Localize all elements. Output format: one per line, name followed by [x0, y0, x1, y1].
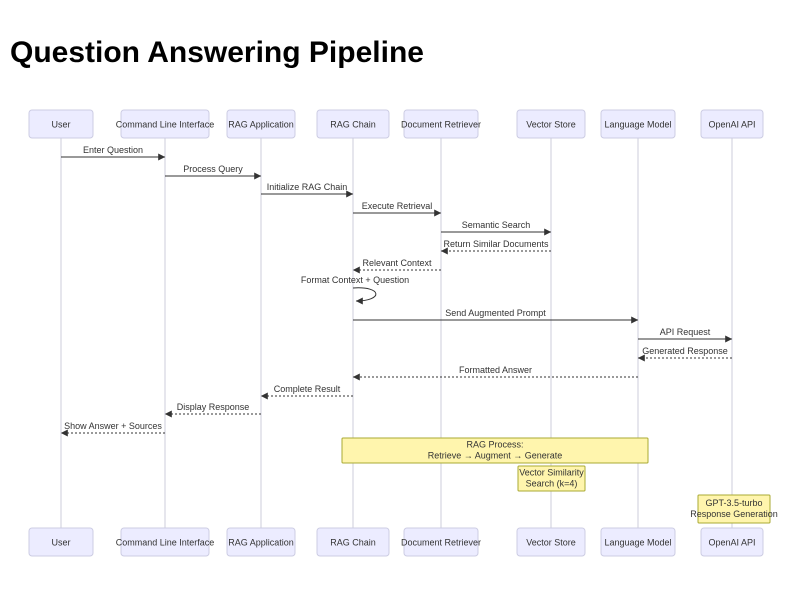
actor-label-top-command-line-interface: Command Line Interface	[116, 119, 215, 129]
actor-label-bottom-command-line-interface: Command Line Interface	[116, 537, 215, 547]
actor-box-bottom-rag-chain	[316, 527, 390, 557]
message-format-context-question-line	[352, 287, 377, 305]
actor-label-bottom-document-retriever: Document Retriever	[401, 537, 481, 547]
message-execute-retrieval-label: Execute Retrieval	[362, 201, 433, 211]
actor-label-top-openai-api: OpenAI API	[708, 119, 755, 129]
note-line: Retrieve → Augment → Generate	[428, 450, 563, 460]
message-process-query-label: Process Query	[183, 164, 243, 174]
actor-box-bottom-openai-api	[700, 527, 764, 557]
actor-label-bottom-openai-api: OpenAI API	[708, 537, 755, 547]
actor-label-top-user: User	[51, 119, 70, 129]
actor-box-bottom-vector-store	[516, 527, 586, 557]
note-line: GPT-3.5-turbo	[705, 498, 762, 508]
actor-box-top-openai-api	[700, 109, 764, 139]
actor-box-top-command-line-interface	[120, 109, 210, 139]
note-gpt-3-5-turbo	[697, 494, 771, 524]
note-line: Search (k=4)	[526, 478, 578, 488]
actor-label-top-vector-store: Vector Store	[526, 119, 576, 129]
actor-box-bottom-user	[28, 527, 94, 557]
message-send-augmented-prompt-label: Send Augmented Prompt	[445, 308, 546, 318]
message-return-similar-documents-label: Return Similar Documents	[443, 239, 549, 249]
actor-box-bottom-command-line-interface	[120, 527, 210, 557]
actor-label-top-rag-application: RAG Application	[228, 119, 294, 129]
message-formatted-answer-label: Formatted Answer	[459, 365, 532, 375]
message-relevant-context-label: Relevant Context	[362, 258, 432, 268]
message-display-response-label: Display Response	[177, 402, 250, 412]
message-generated-response-label: Generated Response	[642, 346, 728, 356]
message-show-answer-sources-label: Show Answer + Sources	[64, 421, 162, 431]
actor-box-top-document-retriever	[403, 109, 479, 139]
message-initialize-rag-chain-label: Initialize RAG Chain	[267, 182, 348, 192]
actor-label-top-language-model: Language Model	[604, 119, 671, 129]
message-complete-result-label: Complete Result	[274, 384, 341, 394]
actor-box-bottom-document-retriever	[403, 527, 479, 557]
actor-label-bottom-rag-chain: RAG Chain	[330, 537, 376, 547]
actor-box-top-language-model	[600, 109, 676, 139]
actor-label-bottom-language-model: Language Model	[604, 537, 671, 547]
note-rag-process	[341, 437, 649, 464]
message-enter-question-label: Enter Question	[83, 145, 143, 155]
actor-box-top-rag-chain	[316, 109, 390, 139]
page-title: Question Answering Pipeline	[10, 36, 424, 69]
message-format-context-question-label: Format Context + Question	[301, 275, 409, 285]
actor-box-top-user	[28, 109, 94, 139]
note-line: Response Generation	[690, 509, 778, 519]
note-line: Vector Similarity	[519, 467, 584, 477]
note-vector-similarity	[517, 465, 586, 492]
actor-box-bottom-language-model	[600, 527, 676, 557]
actor-box-bottom-rag-application	[226, 527, 296, 557]
actor-label-bottom-vector-store: Vector Store	[526, 537, 576, 547]
actor-box-top-rag-application	[226, 109, 296, 139]
note-line: RAG Process:	[466, 439, 523, 449]
message-semantic-search-label: Semantic Search	[462, 220, 531, 230]
actor-label-bottom-user: User	[51, 537, 70, 547]
actor-label-top-document-retriever: Document Retriever	[401, 119, 481, 129]
actor-label-top-rag-chain: RAG Chain	[330, 119, 376, 129]
actor-box-top-vector-store	[516, 109, 586, 139]
actor-label-bottom-rag-application: RAG Application	[228, 537, 294, 547]
message-api-request-label: API Request	[660, 327, 711, 337]
